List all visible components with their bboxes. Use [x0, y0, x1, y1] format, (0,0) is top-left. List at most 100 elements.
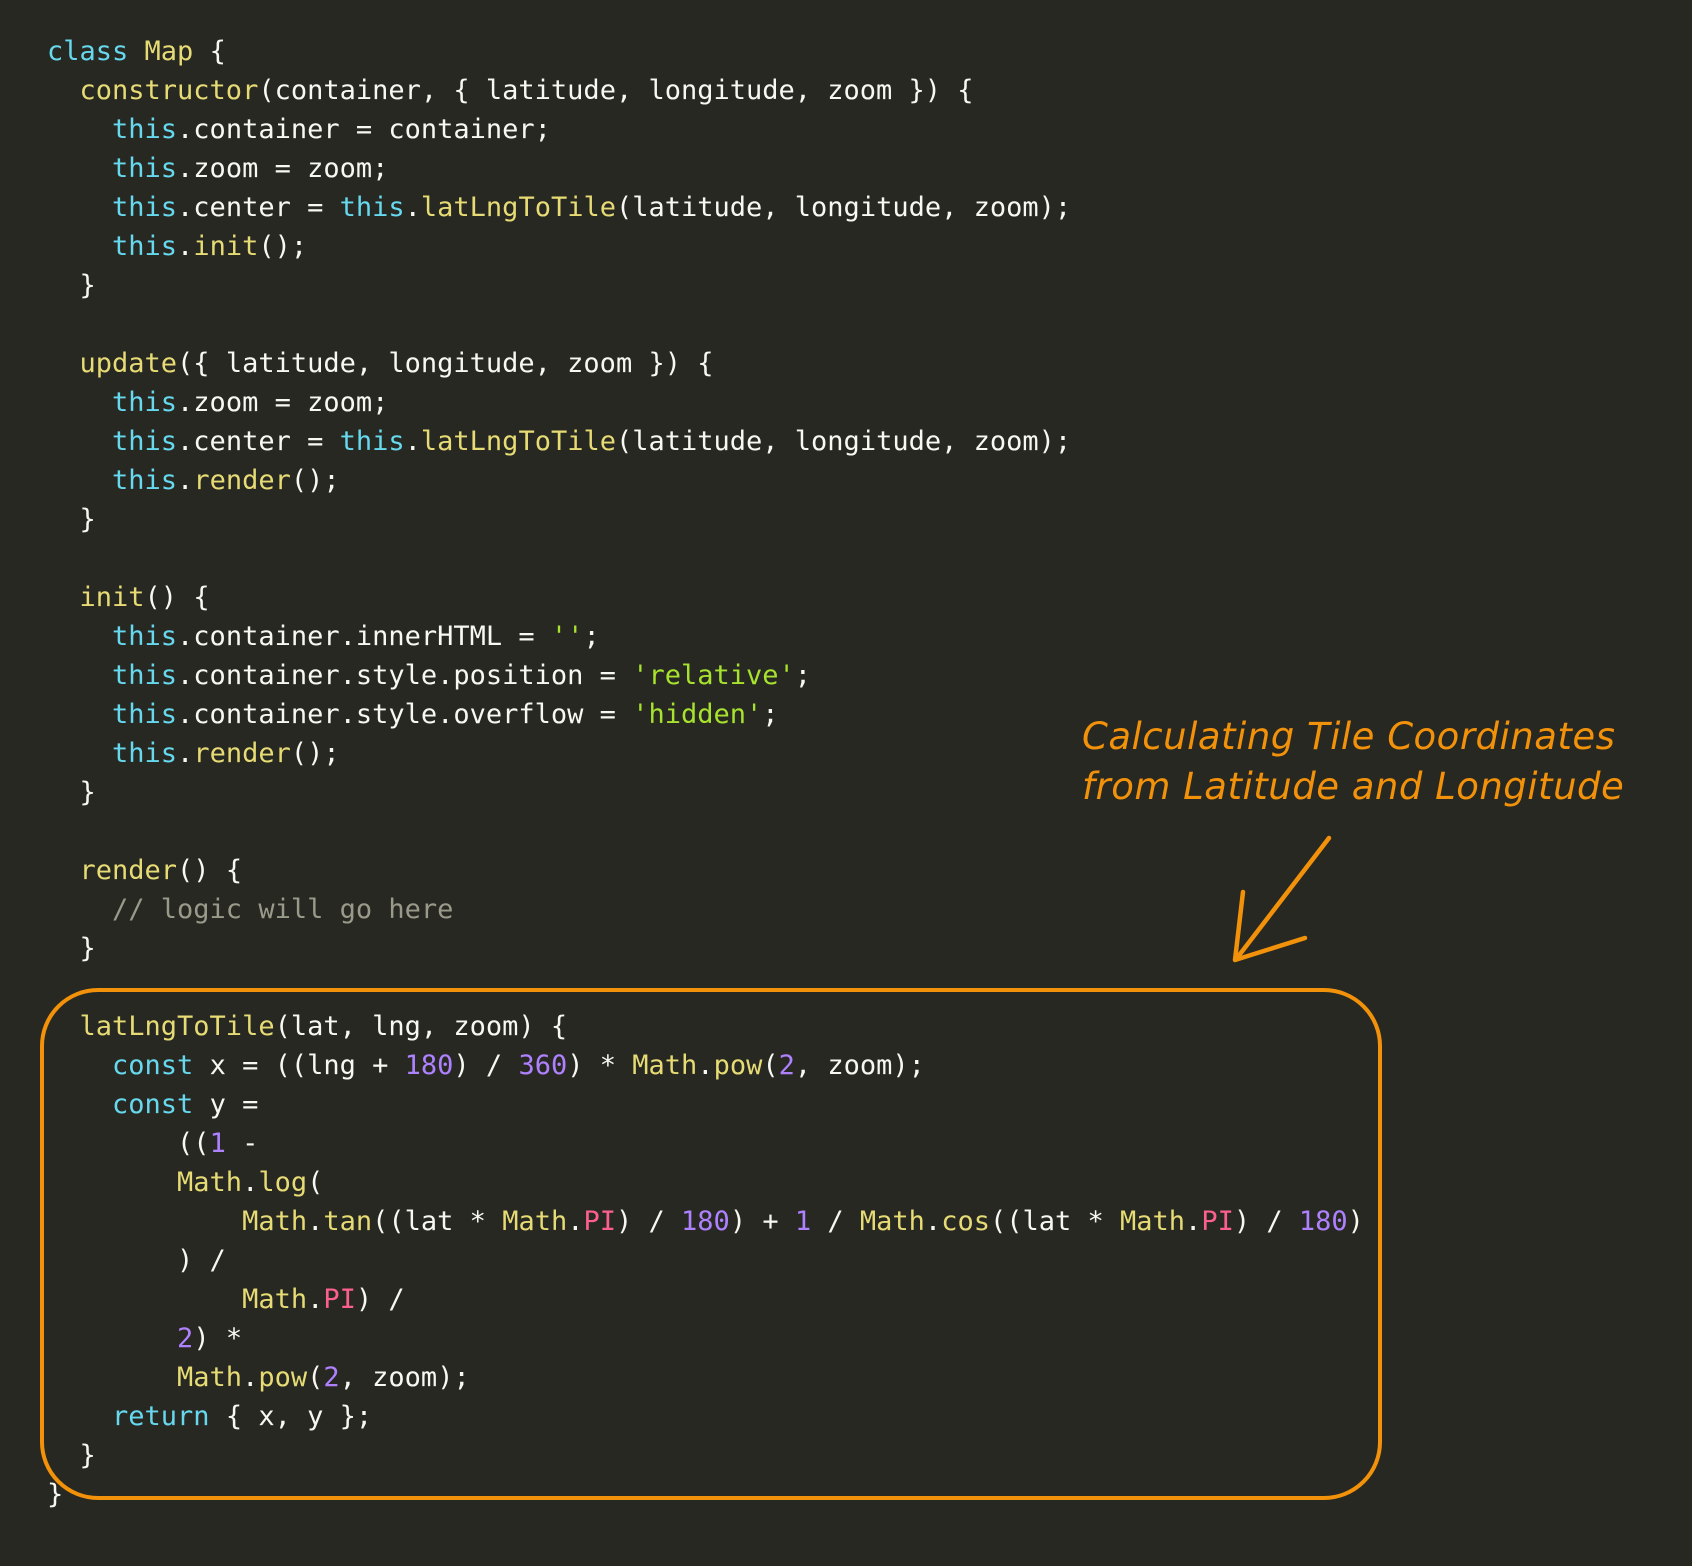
code-token: . — [177, 738, 194, 769]
code-token: 2 — [47, 1323, 194, 1354]
code-line: update({ latitude, longitude, zoom }) { — [47, 344, 1364, 383]
code-token: Math — [859, 1206, 925, 1237]
code-line: ) / — [47, 1241, 1364, 1280]
code-token: .zoom = zoom; — [177, 387, 389, 418]
code-line: Math.log( — [47, 1163, 1364, 1202]
code-token: } — [47, 270, 96, 301]
code-line: this.zoom = zoom; — [47, 383, 1364, 422]
code-token: ; — [794, 660, 812, 691]
code-token: (( — [47, 1128, 210, 1159]
code-token: Math — [47, 1206, 308, 1237]
code-token: . — [567, 1206, 584, 1237]
code-token: const — [47, 1089, 194, 1120]
code-token: const — [47, 1050, 194, 1081]
code-token: this — [47, 192, 178, 223]
code-token: ; — [762, 699, 779, 730]
code-token: this — [47, 426, 178, 457]
code-token: ( — [307, 1167, 324, 1198]
code-line: } — [47, 1475, 1364, 1514]
code-token: init — [193, 231, 259, 262]
code-token: Math — [502, 1206, 568, 1237]
code-token: (lat, lng, zoom) { — [274, 1011, 568, 1042]
code-line: return { x, y }; — [47, 1397, 1364, 1436]
code-token: ( — [762, 1050, 779, 1081]
code-line — [47, 812, 1364, 851]
code-token: } — [47, 777, 96, 808]
code-token: . — [307, 1284, 324, 1315]
code-token: ({ latitude, longitude, zoom }) { — [177, 348, 714, 379]
code-token: this — [47, 660, 178, 691]
code-line: Math.tan((lat * Math.PI) / 180) + 1 / Ma… — [47, 1202, 1364, 1241]
code-token: (); — [290, 465, 340, 496]
code-token: tan — [323, 1206, 373, 1237]
code-token: . — [242, 1362, 259, 1393]
code-token: Math — [632, 1050, 698, 1081]
code-token: y = — [193, 1089, 259, 1120]
code-line: } — [47, 500, 1364, 539]
code-token: .container.style.position = — [177, 660, 633, 691]
annotation-callout: Calculating Tile Coordinates from Latitu… — [1082, 712, 1682, 812]
code-token: . — [307, 1206, 324, 1237]
code-token: , zoom); — [339, 1362, 470, 1393]
code-line — [47, 305, 1364, 344]
code-token: 2 — [323, 1362, 340, 1393]
code-token: 'relative' — [632, 660, 795, 691]
code-token: } — [47, 933, 96, 964]
code-token: ) * — [193, 1323, 243, 1354]
code-token: update — [47, 348, 178, 379]
code-token: Map — [144, 36, 194, 67]
code-token: PI — [1201, 1206, 1234, 1237]
code-token: class — [47, 36, 145, 67]
code-token: . — [404, 192, 421, 223]
code-block: class Map { constructor(container, { lat… — [47, 32, 1364, 1514]
code-token: PI — [583, 1206, 616, 1237]
code-line — [47, 539, 1364, 578]
code-line: this.init(); — [47, 227, 1364, 266]
code-line: this.render(); — [47, 461, 1364, 500]
code-token: ( — [307, 1362, 324, 1393]
code-token: this — [339, 426, 405, 457]
annotation-line-2: from Latitude and Longitude — [1082, 765, 1625, 808]
code-token: Math — [1120, 1206, 1186, 1237]
code-token: 'hidden' — [632, 699, 763, 730]
code-token: init — [47, 582, 145, 613]
code-token: , zoom); — [794, 1050, 925, 1081]
code-token: constructor — [47, 75, 259, 106]
code-line: latLngToTile(lat, lng, zoom) { — [47, 1007, 1364, 1046]
hand-drawn-arrow-icon — [1232, 835, 1332, 963]
code-token: ((lat * — [372, 1206, 503, 1237]
code-line: render() { — [47, 851, 1364, 890]
code-token: ; — [583, 621, 600, 652]
code-token: this — [339, 192, 405, 223]
code-token: Math — [47, 1284, 308, 1315]
code-token: // logic will go here — [47, 894, 454, 925]
code-line — [47, 968, 1364, 1007]
code-line: init() { — [47, 578, 1364, 617]
code-token: pow — [713, 1050, 763, 1081]
code-token: . — [242, 1167, 259, 1198]
code-token: (); — [258, 231, 308, 262]
code-token: { — [193, 36, 226, 67]
code-line: this.container.style.overflow = 'hidden'… — [47, 695, 1364, 734]
code-token: this — [47, 114, 178, 145]
code-token: latLngToTile — [420, 192, 616, 223]
code-token: render — [193, 465, 291, 496]
code-token: ) + — [729, 1206, 795, 1237]
code-token: .center = — [177, 192, 340, 223]
code-token: ) * — [567, 1050, 633, 1081]
code-token: .container = container; — [177, 114, 551, 145]
code-token: return — [47, 1401, 210, 1432]
code-line: this.zoom = zoom; — [47, 149, 1364, 188]
code-token: (); — [290, 738, 340, 769]
code-token: PI — [323, 1284, 356, 1315]
code-token: . — [697, 1050, 714, 1081]
code-token: Math — [47, 1167, 243, 1198]
code-token: x = ((lng + — [193, 1050, 405, 1081]
code-token: latLngToTile — [47, 1011, 275, 1042]
code-line: 2) * — [47, 1319, 1364, 1358]
code-token: () { — [144, 582, 210, 613]
code-token: 2 — [778, 1050, 795, 1081]
code-token: ((lat * — [989, 1206, 1121, 1237]
code-token: () { — [177, 855, 243, 886]
